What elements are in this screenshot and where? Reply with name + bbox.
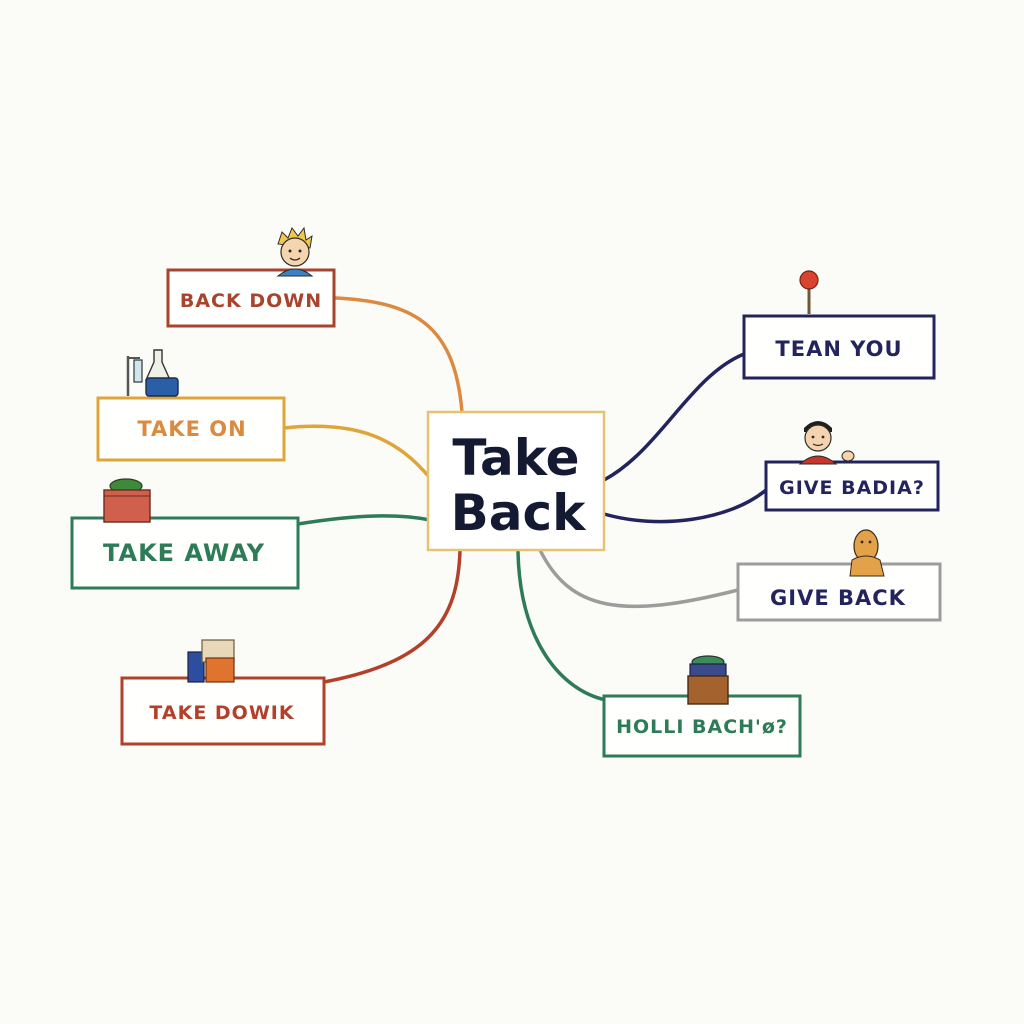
node-take-on-label: TAKE ON: [137, 417, 246, 441]
center-title-line2: Back: [451, 484, 587, 542]
node-holli-bach[interactable]: HOLLI BACH'ø?: [604, 696, 800, 756]
node-tean-you-label: TEAN YOU: [775, 337, 902, 361]
thinking-figure-icon: [850, 530, 884, 576]
pin-icon: [800, 271, 818, 314]
lab-flask-icon: [128, 350, 178, 396]
connector-take-on: [284, 426, 430, 478]
center-title-line1: Take: [452, 429, 579, 487]
center-node[interactable]: Take Back: [428, 412, 604, 550]
node-tean-you[interactable]: TEAN YOU: [744, 316, 934, 378]
jars-icon: [188, 640, 234, 682]
node-take-on[interactable]: TAKE ON: [98, 398, 284, 460]
node-holli-bach-label: HOLLI BACH'ø?: [616, 716, 788, 738]
node-back-down-label: BACK DOWN: [180, 290, 322, 312]
node-take-dowik[interactable]: TAKE DOWIK: [122, 678, 324, 744]
node-take-away[interactable]: TAKE AWAY: [72, 518, 298, 588]
node-take-away-label: TAKE AWAY: [103, 539, 265, 567]
connector-holli-bach: [518, 552, 606, 700]
node-take-dowik-label: TAKE DOWIK: [149, 702, 294, 724]
node-give-back[interactable]: GIVE BACK: [738, 564, 940, 620]
plant-box-icon: [104, 479, 150, 522]
waving-boy-icon: [800, 421, 854, 464]
connector-back-down: [336, 298, 462, 412]
connector-take-away: [298, 516, 430, 524]
basket-icon: [688, 656, 728, 704]
connector-give-badia: [604, 490, 766, 522]
connector-give-back: [540, 550, 738, 606]
node-back-down[interactable]: BACK DOWN: [168, 270, 334, 326]
node-give-back-label: GIVE BACK: [770, 586, 906, 610]
node-give-badia-label: GIVE BADIA?: [779, 477, 925, 499]
node-give-badia[interactable]: GIVE BADIA?: [766, 462, 938, 510]
connector-take-dowik: [324, 550, 460, 682]
connector-tean-you: [604, 354, 744, 480]
